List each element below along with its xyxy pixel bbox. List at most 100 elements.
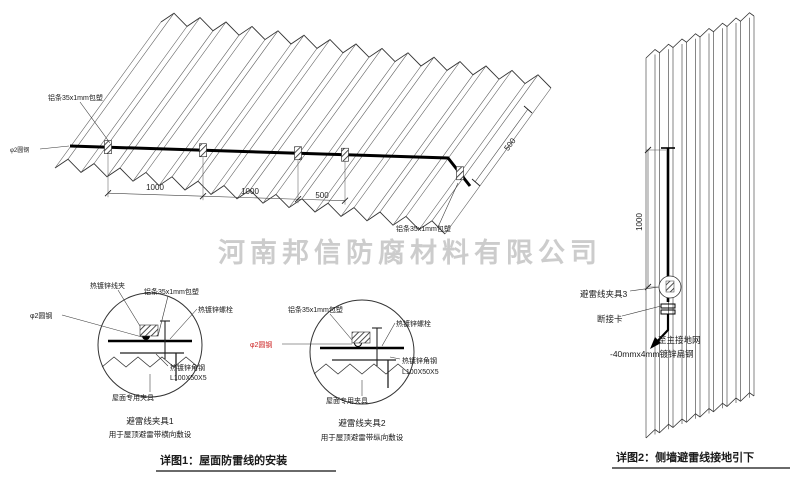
roof-ridge-line <box>405 70 513 217</box>
dim-tick <box>523 105 533 114</box>
roof-ridge-line <box>353 61 461 208</box>
wall-bottom-profile <box>645 392 755 439</box>
detail-circle <box>309 299 415 405</box>
wire-clamp <box>341 147 349 162</box>
roof-dim-500-slope: 500 <box>502 136 518 153</box>
dim-tick <box>471 178 481 187</box>
dim-tick <box>199 192 207 200</box>
roof-dim-1000-a: 1000 <box>146 183 164 192</box>
roof-ridge-line <box>444 87 552 235</box>
roof-ridge-line <box>171 30 279 177</box>
caption-figure1: 详图1：屋面防雷线的安装 <box>160 453 287 467</box>
roof-ridge-line <box>210 48 318 195</box>
dim-tick <box>104 189 112 197</box>
detail1-bolt-label: 热镀锌螺栓 <box>198 305 233 314</box>
detail2-angle-steel-label: 热镀锌角钢 <box>402 356 437 365</box>
roof-section-profile <box>101 356 199 368</box>
roof-ridge-line <box>392 79 500 226</box>
detail2-angle-spec-label: L100X50X5 <box>402 369 439 376</box>
detail1-subtitle: 用于屋顶避雷带横向敷设 <box>109 429 192 439</box>
wall-to-ground-label: 至主接地网 <box>658 335 701 345</box>
detail2-round-steel-label: φ2圆钢 <box>250 340 272 349</box>
roof-ridge-line <box>327 57 435 204</box>
roof-strip-label-2: 铝条35x1mm包塑 <box>396 224 451 233</box>
lightning-wire <box>69 144 472 187</box>
clamp-section <box>665 280 675 293</box>
leader <box>329 313 353 341</box>
dim-tick <box>644 146 652 154</box>
wall-top-profile <box>645 12 755 59</box>
roof-ridge-line <box>106 30 214 177</box>
roof-ridge-line <box>379 65 487 213</box>
wall-corrugated-siding <box>645 12 755 439</box>
roof-ridge-line <box>93 17 201 164</box>
roof-ridge-line <box>340 70 448 217</box>
detail-2-clamp-drawing <box>282 299 415 405</box>
caption-figure2: 详图2：侧墙避雷线接地引下 <box>616 450 754 464</box>
roof-isometric-sheet <box>54 12 552 235</box>
roof-dim-500: 500 <box>315 191 329 200</box>
leader <box>169 308 198 340</box>
roof-round-steel-label: φ2圆钢 <box>10 146 29 154</box>
detail1-roof-fixture-label: 屋面专用夹具 <box>112 393 154 402</box>
detail-1-clamp-drawing <box>61 289 203 398</box>
roof-ridge-line <box>418 83 526 230</box>
detail2-strip-label: 铝条35x1mm包塑 <box>288 305 343 314</box>
wire-clamp <box>456 166 464 181</box>
roof-section-profile <box>313 363 411 375</box>
roof-front-profile <box>54 158 446 235</box>
dim-tick <box>294 195 302 203</box>
leader <box>157 295 169 337</box>
roof-ridge-line <box>249 43 357 191</box>
roof-ridge-line <box>301 52 409 199</box>
roof-ridge-line <box>275 48 383 195</box>
leader-clamp3 <box>629 286 660 292</box>
detail2-title: 避雷线夹具2 <box>338 418 386 428</box>
company-watermark: 河南邦信防腐材料有限公司 <box>218 238 602 268</box>
wire-clamp <box>104 140 112 155</box>
roof-ridge-line <box>197 35 305 182</box>
roof-ridge-line <box>119 21 227 169</box>
dim-chain <box>107 192 346 202</box>
leader-round-steel <box>39 145 70 150</box>
wire-clamp <box>199 143 207 158</box>
roof-ridge-line <box>223 39 331 186</box>
detail1-title: 避雷线夹具1 <box>126 416 174 426</box>
leader-strip <box>79 101 111 144</box>
leader <box>117 289 141 327</box>
leader <box>381 322 396 347</box>
detail1-strip-label: 铝条35x1mm包塑 <box>144 287 199 296</box>
roof-back-profile <box>160 12 552 89</box>
roof-ridge-line <box>236 52 344 199</box>
roof-lightning-wire-group <box>39 101 533 228</box>
leader-disconnect <box>621 305 662 317</box>
roof-dim-1000-b: 1000 <box>241 187 259 196</box>
roof-ridge-line <box>184 43 292 191</box>
roof-ridge-line <box>158 39 266 186</box>
wall-dim-1000: 1000 <box>635 213 644 231</box>
ground-arrow-head <box>650 337 661 349</box>
wall-clamp3-label: 避雷线夹具3 <box>580 289 628 299</box>
detail1-angle-steel-label: 热镀锌角钢 <box>170 363 205 372</box>
detail1-angle-spec-label: L100X50X5 <box>170 375 207 382</box>
roof-ridge-line <box>262 57 370 204</box>
detail-circle <box>97 292 203 398</box>
leader-strip-2 <box>437 182 459 228</box>
wall-flat-steel-label: -40mmx4mm镀锌扁钢 <box>610 349 694 359</box>
clamp-section <box>351 331 371 344</box>
leader <box>389 356 401 360</box>
roof-ridge-line <box>67 13 175 160</box>
roof-ridge-line <box>54 21 162 169</box>
roof-ridge-line <box>366 74 474 221</box>
roof-ridge-line <box>431 74 539 221</box>
leader <box>155 353 169 367</box>
detail1-round-steel-label: φ2圆钢 <box>30 311 52 320</box>
dim-tick <box>341 197 349 205</box>
leader <box>61 314 143 338</box>
detail1-wire-clamp-label: 热镀锌线夹 <box>90 281 125 290</box>
clamp-section <box>139 324 159 337</box>
roof-strip-label: 铝条35x1mm包塑 <box>48 93 103 102</box>
wall-down-conductor-group <box>621 146 682 349</box>
roof-ridge-line <box>132 35 240 182</box>
